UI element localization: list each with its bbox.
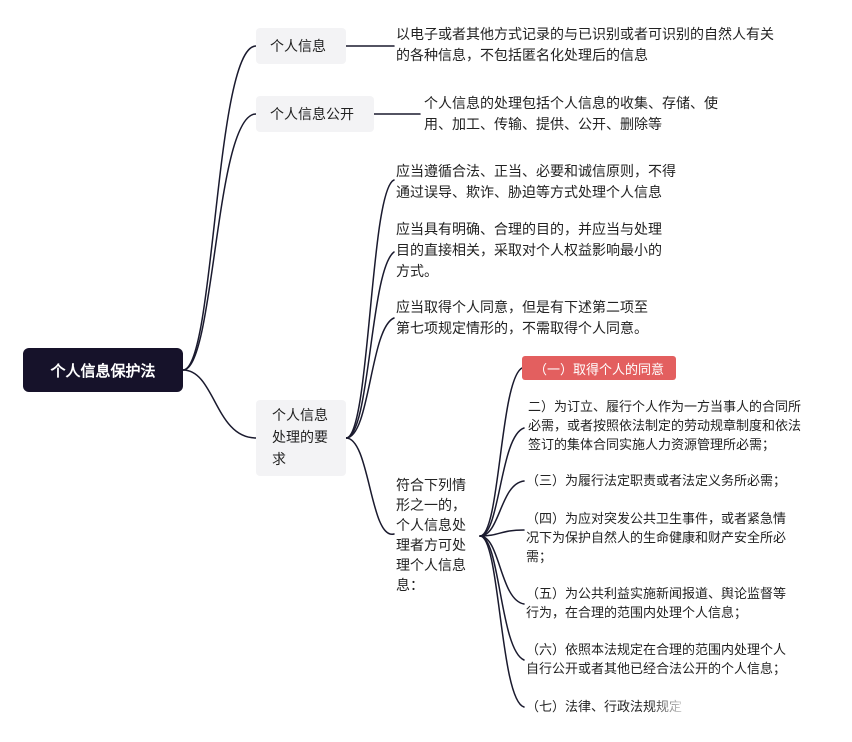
text-line: （六）依照本法规定在合理的范围内处理个人 [526, 643, 787, 658]
text-line: 二）为订立、履行个人作为一方当事人的合同所 [528, 400, 802, 415]
connector-root-b3 [182, 369, 257, 439]
connector-r4-c3 [479, 480, 525, 537]
branch-processing-requirements[interactable]: 个人信息 处理的要 求 [256, 400, 346, 476]
root-label: 个人信息保护法 [50, 361, 156, 380]
condition-public-info: （六）依照本法规定在合理的范围内处理个人 自行公开或者其他已经合法公开的个人信息… [526, 641, 816, 679]
text-line: （三）为履行法定职责或者法定义务所必需； [526, 474, 787, 489]
text-line: （七）法律、行政法规规定 [526, 700, 683, 715]
text-line: 目的直接相关，采取对个人权益影响最小的 [396, 243, 662, 259]
condition-label: （一）取得个人的同意 [534, 362, 665, 378]
root-node[interactable]: 个人信息保护法 [23, 348, 183, 392]
text-line: 个人信息处 [396, 518, 466, 534]
text-line: （四）为应对突发公共卫生事件，或者紧急情 [526, 512, 787, 527]
text-line: 需； [526, 550, 553, 565]
text-line: （五）为公共利益实施新闻报道、舆论监督等 [526, 587, 787, 602]
text-line: 第七项规定情形的，不需取得个人同意。 [396, 321, 648, 337]
requirement-purpose: 应当具有明确、合理的目的，并应当与处理 目的直接相关，采取对个人权益影响最小的 … [396, 220, 686, 283]
text-line: 符合下列情 [396, 478, 466, 494]
text-line: 以电子或者其他方式记录的与已识别或者可识别的自然人有关 [396, 27, 774, 43]
definition-text: 以电子或者其他方式记录的与已识别或者可识别的自然人有关 的各种信息，不包括匿名化… [396, 25, 796, 67]
branch-label: 个人信息公开 [270, 107, 354, 123]
condition-consent-highlight[interactable]: （一）取得个人的同意 [522, 356, 677, 380]
connector-r4-c1 [479, 367, 523, 537]
text-line: 签订的集体合同实施人力资源管理所必需； [528, 438, 776, 453]
connector-r4-c4 [479, 529, 525, 537]
branch-label: 个人信息 [270, 39, 326, 55]
text-line: 的各种信息，不包括匿名化处理后的信息 [396, 48, 648, 64]
connector-b3-r2 [345, 251, 395, 439]
processing-scope-text: 个人信息的处理包括个人信息的收集、存储、使 用、加工、传输、提供、公开、删除等 [424, 94, 744, 136]
text-line: 个人信息的处理包括个人信息的收集、存储、使 [424, 96, 718, 112]
text-line: 方式。 [396, 264, 438, 280]
connector-r4-c6 [479, 535, 525, 661]
branch-label-line: 处理的要 [272, 430, 328, 446]
text-line: 用、加工、传输、提供、公开、删除等 [424, 117, 662, 133]
connector-b3-r1 [345, 179, 395, 439]
connector-root-b2 [182, 113, 257, 371]
text-line: 自行公开或者其他已经合法公开的个人信息； [526, 662, 787, 677]
branch-label-line: 求 [272, 452, 286, 468]
connector-b3-r4 [345, 437, 395, 535]
condition-public-interest: （五）为公共利益实施新闻报道、舆论监督等 行为，在合理的范围内处理个人信息； [526, 585, 816, 623]
text-line: 行为，在合理的范围内处理个人信息； [526, 606, 748, 621]
connector-r4-c7 [479, 535, 525, 708]
text-line: 理个人信息 [396, 558, 466, 574]
connector-b3-r3 [345, 317, 395, 439]
text-fade-overlay [650, 694, 700, 722]
condition-law-regulation: （七）法律、行政法规规定 [526, 698, 706, 717]
text-line: 况下为保护自然人的生命健康和财产安全所必 [526, 531, 787, 546]
text-line: 必需，或者按照依法制定的劳动规章制度和依法 [528, 419, 802, 434]
text-line: 理者方可处 [396, 538, 466, 554]
condition-contract: 二）为订立、履行个人作为一方当事人的合同所 必需，或者按照依法制定的劳动规章制度… [528, 398, 818, 455]
branch-label-line: 个人信息 [272, 408, 328, 424]
branch-personal-info[interactable]: 个人信息 [256, 28, 346, 64]
connector-r4-c2 [479, 427, 525, 537]
text-line: 应当取得个人同意，但是有下述第二项至 [396, 300, 648, 316]
condition-legal-duty: （三）为履行法定职责或者法定义务所必需； [526, 472, 816, 491]
text-line: 形之一的， [396, 498, 466, 514]
requirement-principles: 应当遵循合法、正当、必要和诚信原则，不得 通过误导、欺诈、胁迫等方式处理个人信息 [396, 162, 696, 204]
connector-r4-c5 [479, 535, 525, 605]
connector-root-b1 [182, 45, 257, 371]
text-line: 通过误导、欺诈、胁迫等方式处理个人信息 [396, 185, 662, 201]
branch-info-disclosure[interactable]: 个人信息公开 [256, 96, 374, 132]
text-line: 应当遵循合法、正当、必要和诚信原则，不得 [396, 164, 676, 180]
condition-emergency: （四）为应对突发公共卫生事件，或者紧急情 况下为保护自然人的生命健康和财产安全所… [526, 510, 816, 567]
requirement-consent: 应当取得个人同意，但是有下述第二项至 第七项规定情形的，不需取得个人同意。 [396, 298, 686, 340]
text-line: 息： [396, 578, 424, 594]
conditions-label: 符合下列情 形之一的， 个人信息处 理者方可处 理个人信息 息： [396, 476, 476, 596]
text-line: 应当具有明确、合理的目的，并应当与处理 [396, 222, 662, 238]
